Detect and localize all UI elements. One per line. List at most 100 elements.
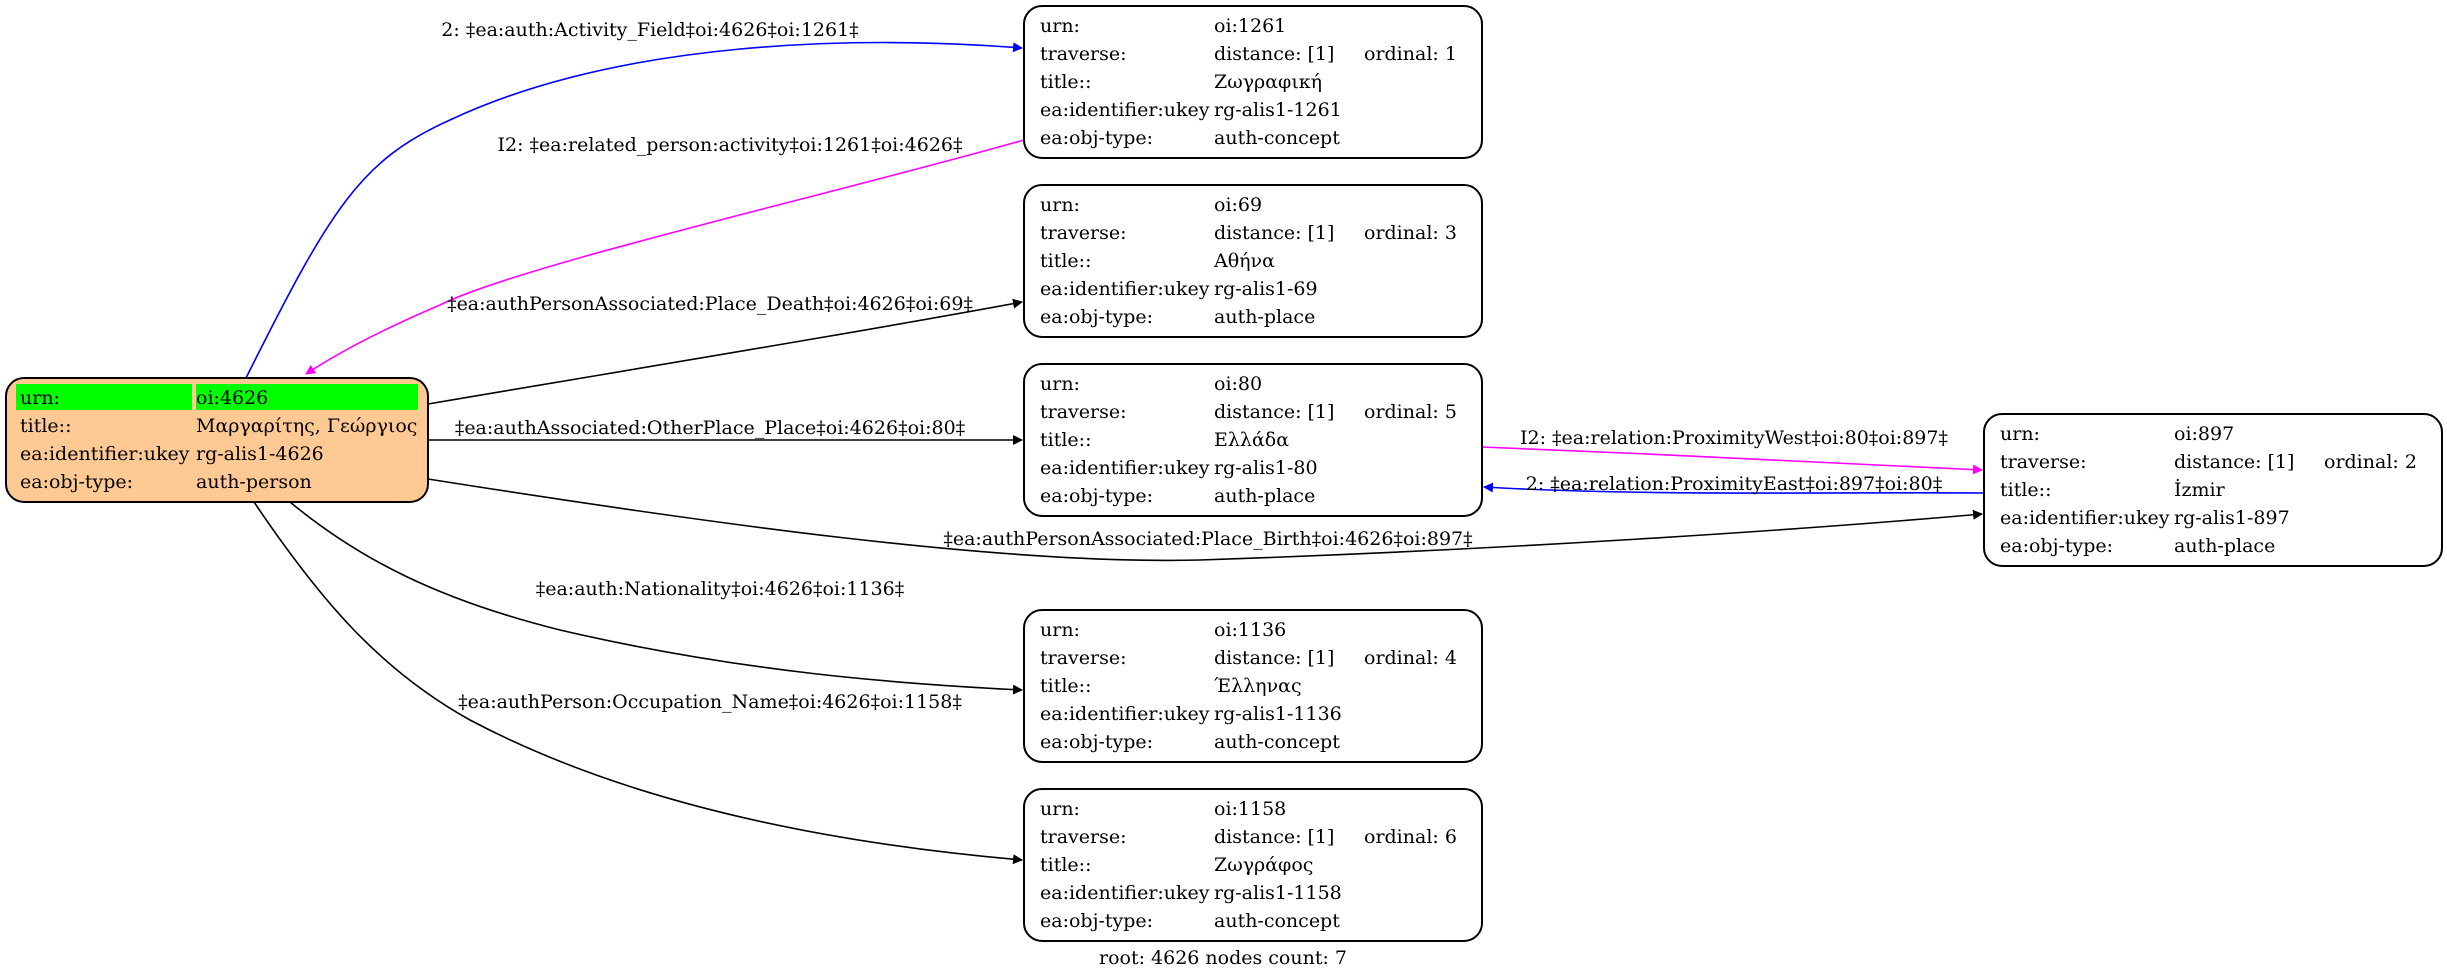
node-field-key: title:: <box>2000 479 2051 501</box>
node-field-value: Ελλάδα <box>1214 429 1289 451</box>
node-field-extra: ordinal: 1 <box>1364 43 1457 65</box>
edge-e2: I2: ‡ea:related_person:activity‡oi:1261‡… <box>305 134 1025 375</box>
edge-e8: ‡ea:auth:Nationality‡oi:4626‡oi:1136‡ <box>289 501 1023 695</box>
node-field-extra: ordinal: 2 <box>2324 451 2417 473</box>
edge-label: ‡ea:auth:Nationality‡oi:4626‡oi:1136‡ <box>536 578 905 600</box>
node-field-value: İzmir <box>2174 478 2226 501</box>
node-field-extra: ordinal: 3 <box>1364 222 1457 244</box>
node-field-key: urn: <box>1040 619 1080 641</box>
node-field-key: ea:obj-type: <box>2000 535 2113 557</box>
node-field-key: title:: <box>1040 854 1091 876</box>
node-field-value: Μαργαρίτης, Γεώργιος <box>196 415 417 437</box>
node-field-value: auth-place <box>2174 535 2275 557</box>
node-field-key: urn: <box>1040 194 1080 216</box>
edge-label: ‡ea:authAssociated:OtherPlace_Place‡oi:4… <box>455 417 965 439</box>
node-field-key: title:: <box>1040 675 1091 697</box>
node-field-key: ea:obj-type: <box>1040 731 1153 753</box>
node-field-key: traverse: <box>1040 401 1127 423</box>
node-field-value: auth-place <box>1214 306 1315 328</box>
node-field-key: traverse: <box>1040 826 1127 848</box>
node-field-key: urn: <box>2000 423 2040 445</box>
node-field-value: rg-alis1-897 <box>2174 507 2290 529</box>
node-field-value: Αθήνα <box>1213 250 1275 272</box>
node-field-key: urn: <box>20 387 60 409</box>
node-field-value: oi:69 <box>1214 194 1262 216</box>
edge-label: ‡ea:authPerson:Occupation_Name‡oi:4626‡o… <box>458 691 962 713</box>
node-field-key: traverse: <box>1040 43 1127 65</box>
node-field-key: traverse: <box>1040 222 1127 244</box>
node-field-value: oi:80 <box>1214 373 1262 395</box>
edge-line <box>1483 482 1985 494</box>
node-field-extra: ordinal: 6 <box>1364 826 1457 848</box>
node-field-value: distance: [1] <box>1214 647 1334 669</box>
edge-line <box>305 139 1025 375</box>
edge-line <box>245 41 1023 379</box>
node-field-value: rg-alis1-4626 <box>196 443 324 465</box>
edge-line <box>253 501 1023 865</box>
node-field-extra: ordinal: 4 <box>1364 647 1457 669</box>
node-field-key: urn: <box>1040 15 1080 37</box>
node-field-key: ea:identifier:ukey <box>1040 703 1210 725</box>
node-field-value: distance: [1] <box>1214 222 1334 244</box>
node-box <box>1983 413 2443 567</box>
node-field-value: oi:4626 <box>196 387 268 409</box>
node-box <box>1023 363 1483 517</box>
node-field-value: Ζωγράφος <box>1214 854 1313 876</box>
edge-e7: ‡ea:authPersonAssociated:Place_Birth‡oi:… <box>427 478 1983 562</box>
node-field-value: auth-concept <box>1214 910 1340 932</box>
node-n1136[interactable]: urn: oi:1136 traverse: distance: [1] ordinal… <box>1023 609 1483 763</box>
highlight-cell <box>196 384 418 410</box>
edge-label: 2: ‡ea:relation:ProximityEast‡oi:897‡oi:… <box>1526 473 1942 495</box>
node-n69[interactable]: urn: oi:69 traverse: distance: [1] ordinal: … <box>1023 184 1483 338</box>
node-box <box>1023 184 1483 338</box>
node-field-value: distance: [1] <box>2174 451 2294 473</box>
highlight-cell <box>16 384 192 410</box>
edge-e6: 2: ‡ea:relation:ProximityEast‡oi:897‡oi:… <box>1483 473 1985 495</box>
node-field-value: Έλληνας <box>1214 675 1302 697</box>
node-n1261[interactable]: urn: oi:1261 traverse: distance: [1] ordinal… <box>1023 5 1483 159</box>
node-field-key: ea:identifier:ukey <box>1040 99 1210 121</box>
edge-label: 2: ‡ea:auth:Activity_Field‡oi:4626‡oi:12… <box>441 19 858 41</box>
node-field-value: Ζωγραφική <box>1214 71 1322 93</box>
edge-label: ‡ea:authPersonAssociated:Place_Birth‡oi:… <box>943 528 1472 550</box>
node-field-key: urn: <box>1040 798 1080 820</box>
node-field-value: oi:1261 <box>1214 15 1286 37</box>
node-box <box>1023 609 1483 763</box>
edge-e3: ‡ea:authPersonAssociated:Place_Death‡oi:… <box>427 293 1023 405</box>
edge-line <box>427 298 1023 405</box>
edge-label: I2: ‡ea:related_person:activity‡oi:1261‡… <box>498 134 963 156</box>
node-field-key: ea:obj-type: <box>1040 127 1153 149</box>
footer-caption: root: 4626 nodes count: 7 <box>1099 947 1347 969</box>
node-field-key: ea:identifier:ukey <box>1040 882 1210 904</box>
node-field-key: ea:obj-type: <box>1040 910 1153 932</box>
node-field-value: auth-concept <box>1214 127 1340 149</box>
node-field-key: traverse: <box>2000 451 2087 473</box>
edge-e1: 2: ‡ea:auth:Activity_Field‡oi:4626‡oi:12… <box>245 19 1023 379</box>
node-field-value: oi:1136 <box>1214 619 1286 641</box>
node-field-value: distance: [1] <box>1214 826 1334 848</box>
node-field-key: title:: <box>1040 71 1091 93</box>
node-field-value: auth-place <box>1214 485 1315 507</box>
node-field-key: title:: <box>20 415 71 437</box>
node-field-value: rg-alis1-1158 <box>1214 882 1342 904</box>
node-field-key: ea:identifier:ukey <box>1040 278 1210 300</box>
edge-e5: I2: ‡ea:relation:ProximityWest‡oi:80‡oi:… <box>1481 427 1983 475</box>
edge-e9: ‡ea:authPerson:Occupation_Name‡oi:4626‡o… <box>253 501 1023 865</box>
node-field-key: title:: <box>1040 429 1091 451</box>
edge-line <box>427 478 1983 562</box>
node-field-value: distance: [1] <box>1214 43 1334 65</box>
node-field-key: ea:obj-type: <box>1040 306 1153 328</box>
edge-e4: ‡ea:authAssociated:OtherPlace_Place‡oi:4… <box>428 417 1023 445</box>
edge-line <box>1481 446 1983 475</box>
node-field-value: distance: [1] <box>1214 401 1334 423</box>
edges-layer: 2: ‡ea:auth:Activity_Field‡oi:4626‡oi:12… <box>245 19 1985 865</box>
node-field-value: rg-alis1-80 <box>1214 457 1318 479</box>
node-field-value: auth-concept <box>1214 731 1340 753</box>
node-field-key: traverse: <box>1040 647 1127 669</box>
